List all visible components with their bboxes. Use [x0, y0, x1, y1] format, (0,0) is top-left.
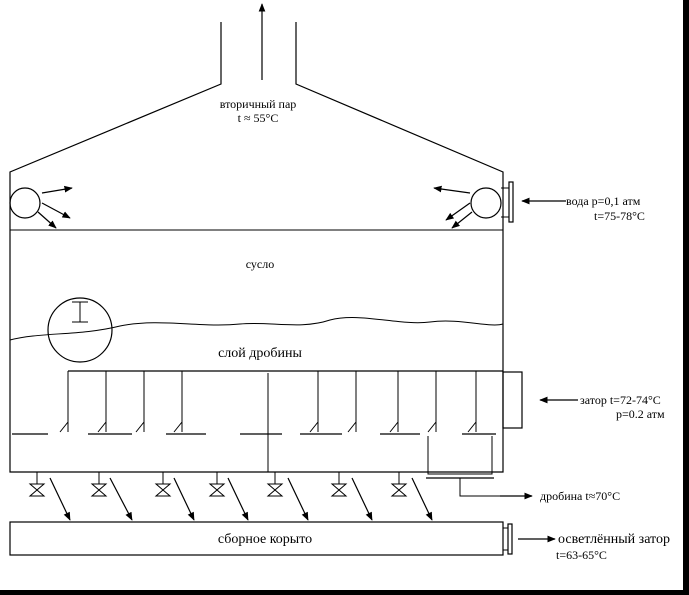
wort-label: сусло [246, 257, 274, 271]
spent-grain-label: дробина t≈70°C [540, 489, 620, 503]
right-spray-roller [433, 185, 502, 229]
secondary-steam-label: вторичный пар [220, 97, 297, 111]
left-spray-roller [9, 185, 73, 229]
collecting-trough [9, 521, 504, 556]
mash-distributor [59, 370, 503, 433]
grain-layer-label: слой дробины [218, 346, 302, 361]
level-indicator [47, 297, 113, 363]
clarified-temp-label: t=63-65°C [556, 548, 607, 562]
clarified-mash-label: осветлённый затор [558, 532, 670, 547]
water-temp-label: t=75-78°C [594, 209, 645, 223]
grain-layer-surface [9, 317, 504, 341]
steam-temp-label: t ≈ 55°C [238, 111, 279, 125]
drain-valves [28, 472, 433, 521]
mash-label: затор t=72-74°C [580, 393, 661, 407]
trough-outlet-flange [503, 523, 513, 555]
lauter-tun-vessel [9, 22, 504, 473]
mash-inlet-box [502, 371, 523, 429]
water-inlet-flange [501, 181, 514, 223]
mash-pressure-label: р=0.2 атм [616, 407, 665, 421]
water-label: вода р=0,1 атм [566, 194, 641, 208]
collecting-trough-label: сборное корыто [218, 532, 312, 547]
